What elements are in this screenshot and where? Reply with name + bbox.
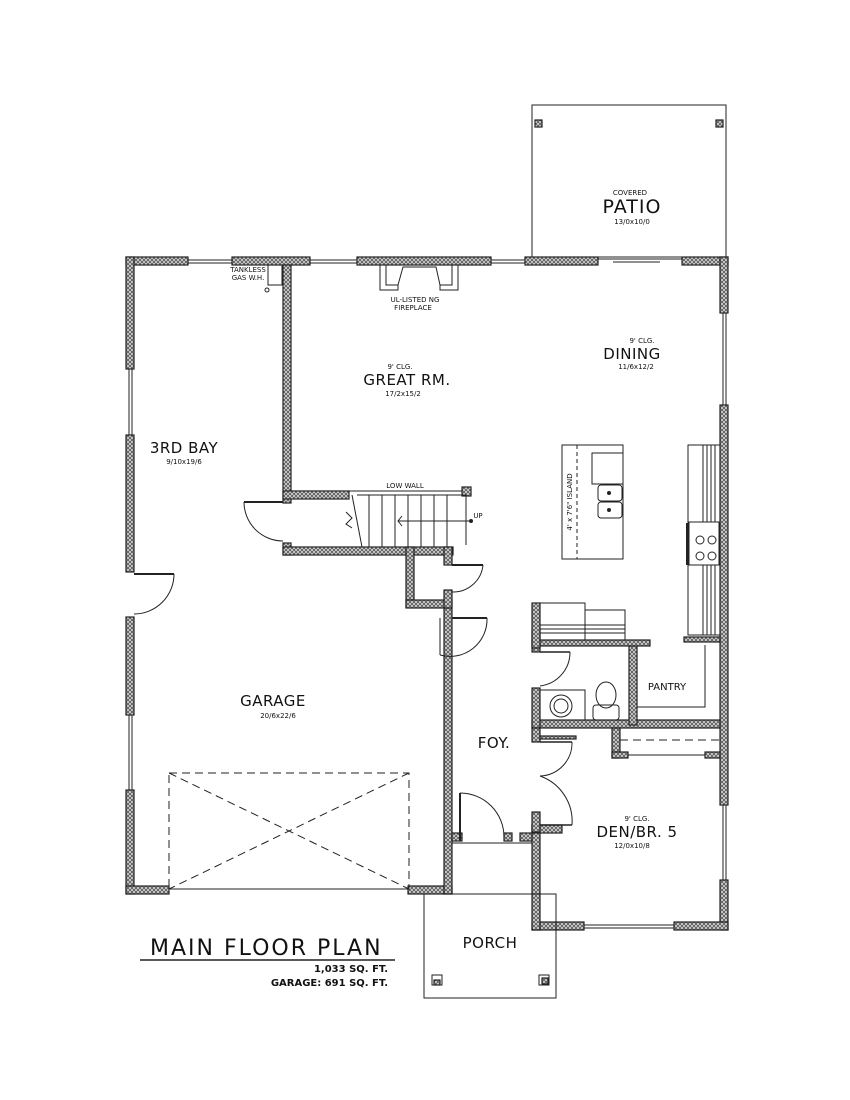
patio-prefix-label: COVERED (613, 189, 647, 197)
third-bay-size-label: 9/10x19/6 (166, 458, 202, 466)
garage-area-label: GARAGE: 691 SQ. FT. (271, 978, 388, 989)
dining-name-label: DINING (603, 345, 660, 363)
interior-walls (282, 264, 721, 844)
great-room-name-label: GREAT RM. (363, 371, 450, 389)
water-heater-note-1: TANKLESS (229, 266, 266, 274)
stairs-up-note: UP (473, 512, 482, 520)
staircase (345, 486, 473, 548)
toilet-icon (595, 681, 617, 709)
water-heater-icon (264, 264, 283, 293)
patio-post-icon (534, 119, 543, 128)
great-room-ceiling-label: 9' CLG. (387, 363, 412, 371)
pantry-name-label: PANTRY (648, 682, 687, 693)
sink-icon (549, 694, 573, 718)
powder-room-fixtures (539, 681, 620, 721)
plan-title: MAIN FLOOR PLAN (150, 936, 383, 961)
room-labels: COVERED PATIO 13/0x10/0 TANKLESS GAS W.H… (150, 189, 687, 952)
laundry-counter (531, 602, 706, 708)
garage-name-label: GARAGE (240, 692, 306, 710)
den-name-label: DEN/BR. 5 (596, 823, 677, 841)
patio-post-icon (715, 119, 724, 128)
garage-door-outline (168, 772, 410, 890)
fireplace-icon (379, 265, 459, 291)
living-area-label: 1,033 SQ. FT. (314, 964, 388, 975)
den-size-label: 12/0x10/8 (614, 842, 650, 850)
kitchen-counter (683, 444, 721, 643)
title-block: MAIN FLOOR PLAN 1,033 SQ. FT. GARAGE: 69… (140, 936, 395, 989)
den-ceiling-label: 9' CLG. (624, 815, 649, 823)
doors (133, 501, 573, 841)
sink-icon (597, 484, 623, 502)
low-wall-note: LOW WALL (386, 482, 424, 490)
great-room-size-label: 17/2x15/2 (385, 390, 421, 398)
dishwasher-icon (591, 452, 624, 485)
fireplace-note-2: FIREPLACE (394, 304, 432, 312)
foyer-name-label: FOY. (478, 734, 511, 752)
dining-size-label: 11/6x12/2 (618, 363, 654, 371)
garage-size-label: 20/6x22/6 (260, 712, 296, 720)
kitchen-island (561, 444, 624, 560)
dining-ceiling-label: 9' CLG. (629, 337, 654, 345)
island-note: 4' x 7'6" ISLAND (566, 473, 574, 530)
patio-name-label: PATIO (603, 196, 662, 218)
covered-patio (531, 104, 727, 258)
water-heater-note-2: GAS W.H. (232, 274, 265, 282)
third-bay-name-label: 3RD BAY (150, 439, 219, 457)
porch-outline (423, 893, 557, 999)
fireplace-note-1: UL-LISTED NG (391, 296, 440, 304)
exterior-walls (125, 256, 729, 931)
porch-name-label: PORCH (463, 934, 518, 952)
patio-size-label: 13/0x10/0 (614, 218, 650, 226)
